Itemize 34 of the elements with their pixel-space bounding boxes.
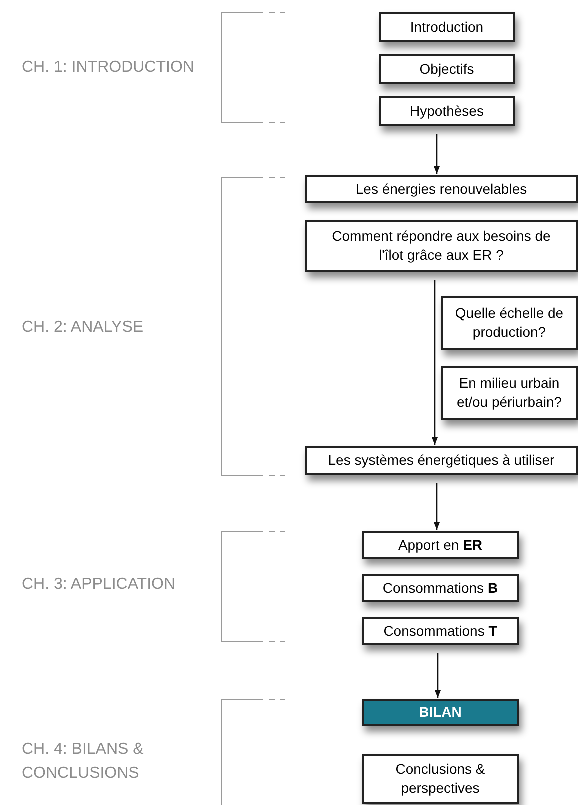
process-box bbox=[379, 12, 515, 42]
chapter-label: CH. 1: INTRODUCTION bbox=[22, 58, 196, 78]
box-text: Objectifs bbox=[420, 60, 474, 78]
process-box bbox=[362, 754, 519, 804]
chapter-label: CH. 2: ANALYSE bbox=[22, 318, 145, 338]
process-box bbox=[441, 366, 578, 420]
box-text: Introduction bbox=[410, 18, 484, 36]
process-box bbox=[379, 96, 515, 126]
box-text: Apport en ER bbox=[398, 536, 483, 554]
process-box bbox=[362, 531, 519, 559]
box-text: Consommations T bbox=[384, 622, 498, 640]
process-box bbox=[362, 617, 519, 645]
arrow bbox=[432, 280, 438, 445]
arrow bbox=[434, 483, 440, 530]
process-box bbox=[379, 54, 515, 84]
process-box bbox=[305, 175, 578, 203]
box-text: Quelle échelle de production? bbox=[454, 304, 565, 342]
arrow bbox=[434, 134, 440, 174]
box-text: BILAN bbox=[419, 703, 462, 722]
process-box bbox=[362, 574, 519, 602]
box-text: Les énergies renouvelables bbox=[356, 180, 528, 198]
chapter-label: CH. 3: APPLICATION bbox=[22, 575, 177, 595]
chapter-label: CH. 4: BILANS & CONCLUSIONS bbox=[22, 740, 145, 784]
box-text: Consommations B bbox=[382, 578, 498, 598]
box-text: Comment répondre aux besoins de l'îlot grâce aux ER ? bbox=[331, 227, 552, 265]
process-box bbox=[305, 220, 578, 272]
arrow bbox=[434, 653, 442, 698]
box-text: En milieu urbain et/ou périurbain? bbox=[456, 374, 564, 412]
process-box bbox=[305, 446, 578, 475]
box-text: Hypothèses bbox=[410, 102, 484, 120]
process-box bbox=[441, 296, 578, 350]
box-text: Les systèmes énergétiques à utiliser bbox=[328, 451, 555, 470]
process-box bbox=[362, 699, 519, 726]
box-text: Conclusions & perspectives bbox=[394, 760, 486, 798]
